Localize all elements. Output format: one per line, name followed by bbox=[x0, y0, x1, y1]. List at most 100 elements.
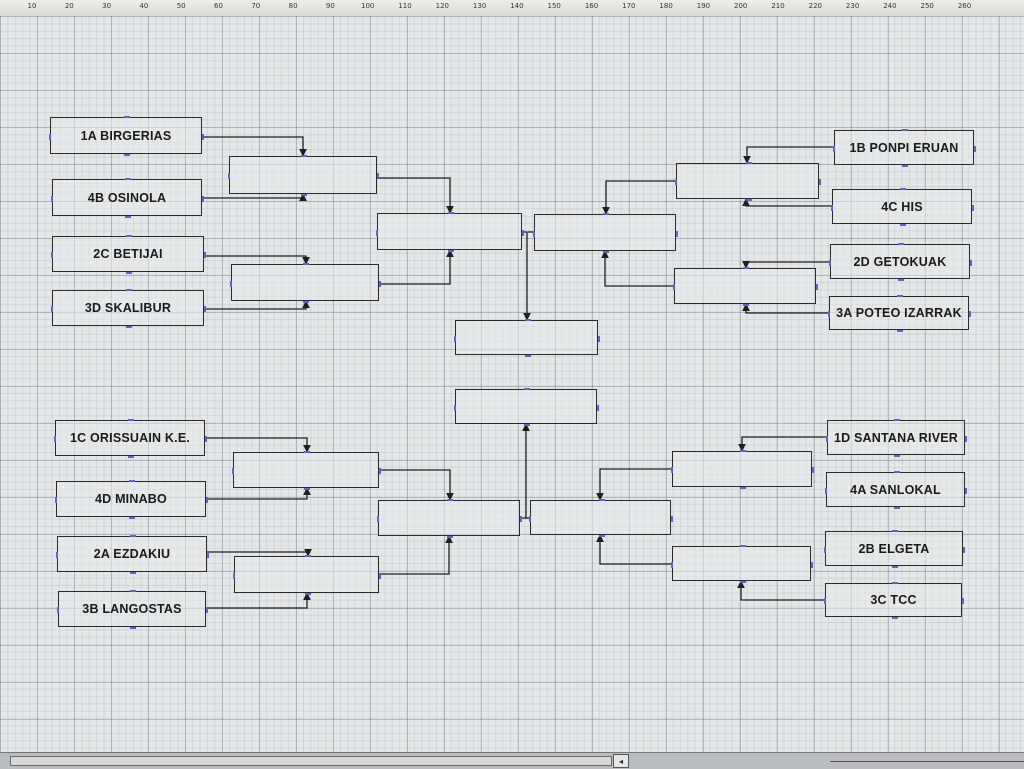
result-box-right-qf1[interactable] bbox=[675, 162, 821, 201]
result-box-left-sf2[interactable] bbox=[377, 499, 522, 538]
connection-handle bbox=[379, 468, 381, 474]
result-box-left-qf2[interactable] bbox=[230, 263, 381, 303]
team-box-3b[interactable]: 3B LANGOSTAS bbox=[57, 590, 208, 629]
connection-handle bbox=[126, 289, 132, 291]
connection-handle bbox=[304, 488, 310, 490]
connection-handle bbox=[529, 515, 531, 522]
result-box-left-qf1[interactable] bbox=[228, 155, 379, 196]
result-box-left-qf3[interactable] bbox=[232, 451, 381, 490]
connection-handle bbox=[524, 319, 531, 321]
team-box-4c[interactable]: 4C HIS bbox=[831, 188, 974, 226]
connection-handle bbox=[972, 204, 974, 211]
team-box-3a[interactable]: 3A POTEO IZARRAK bbox=[828, 295, 971, 332]
connection-handle bbox=[816, 284, 818, 290]
team-box-4b[interactable]: 4B OSINOLA bbox=[51, 178, 204, 218]
connection-handle bbox=[824, 598, 826, 604]
connection-handle bbox=[739, 545, 746, 547]
ruler-label: 70 bbox=[251, 2, 261, 10]
connection-handle bbox=[603, 251, 609, 253]
connection-handle bbox=[745, 162, 752, 164]
team-label: 1D SANTANA RIVER bbox=[833, 430, 959, 445]
connection-handle bbox=[128, 456, 134, 458]
ruler-label: 200 bbox=[734, 2, 748, 10]
team-label: 1C ORISSUAIN K.E. bbox=[69, 431, 191, 445]
team-box-4a[interactable]: 4A SANLOKAL bbox=[825, 471, 967, 509]
ruler-label: 80 bbox=[288, 2, 298, 10]
final-box-top[interactable] bbox=[454, 319, 600, 357]
ruler-label: 170 bbox=[622, 2, 636, 10]
connection-handle bbox=[825, 487, 827, 494]
team-box-4d[interactable]: 4D MINABO bbox=[55, 480, 208, 519]
ruler-label: 40 bbox=[139, 2, 149, 10]
result-box-left-sf1[interactable] bbox=[376, 212, 524, 252]
result-box-right-sf1[interactable] bbox=[533, 213, 678, 253]
team-box-1c[interactable]: 1C ORISSUAIN K.E. bbox=[54, 419, 207, 458]
connection-handle bbox=[51, 195, 53, 202]
connection-handle bbox=[230, 280, 232, 287]
ruler-label: 10 bbox=[27, 2, 37, 10]
connection-handle bbox=[376, 229, 378, 236]
connection-handle bbox=[969, 311, 971, 317]
final-box-bottom[interactable] bbox=[454, 388, 599, 426]
result-box-right-sf2[interactable] bbox=[529, 499, 673, 537]
result-box-left-qf4[interactable] bbox=[233, 555, 381, 595]
connection-handle bbox=[55, 497, 57, 503]
connection-handle bbox=[303, 263, 309, 265]
ruler-label: 240 bbox=[883, 2, 897, 10]
result-box-right-qf4[interactable] bbox=[671, 545, 813, 583]
connection-handle bbox=[812, 467, 814, 473]
connection-handle bbox=[206, 607, 208, 613]
connection-handle bbox=[740, 450, 746, 452]
connection-handle bbox=[51, 306, 53, 312]
team-box-3c[interactable]: 3C TCC bbox=[824, 582, 964, 619]
scrollbar-edge bbox=[830, 761, 1024, 762]
ruler-label: 110 bbox=[398, 2, 412, 10]
connection-handle bbox=[204, 252, 206, 258]
connection-handle bbox=[894, 455, 900, 457]
connection-handle bbox=[228, 173, 230, 179]
horizontal-scrollbar[interactable]: ◂ bbox=[0, 752, 1024, 769]
team-box-3d[interactable]: 3D SKALIBUR bbox=[51, 289, 206, 328]
team-box-2d[interactable]: 2D GETOKUAK bbox=[829, 243, 972, 281]
connection-handle bbox=[130, 572, 136, 574]
team-box-2b[interactable]: 2B ELGETA bbox=[824, 530, 965, 568]
connection-handle bbox=[893, 507, 900, 509]
team-box-2c[interactable]: 2C BETIJAI bbox=[51, 235, 206, 274]
result-box-right-qf3[interactable] bbox=[671, 450, 814, 489]
connection-handle bbox=[379, 280, 381, 287]
connection-handle bbox=[124, 116, 130, 118]
connection-handle bbox=[206, 497, 208, 503]
connection-handle bbox=[126, 326, 132, 328]
ruler-label: 230 bbox=[845, 2, 860, 10]
ruler-label: 60 bbox=[214, 2, 223, 10]
team-box-1d[interactable]: 1D SANTANA RIVER bbox=[826, 419, 967, 457]
ruler-label: 130 bbox=[472, 2, 487, 10]
connection-handle bbox=[51, 252, 53, 258]
scroll-left-arrow-icon[interactable]: ◂ bbox=[613, 754, 629, 768]
team-label: 2B ELGETA bbox=[858, 541, 930, 556]
team-label: 4D MINABO bbox=[95, 492, 167, 506]
connection-handle bbox=[303, 301, 309, 303]
team-box-1a[interactable]: 1A BIRGERIAS bbox=[49, 116, 204, 156]
ruler-label: 120 bbox=[435, 2, 449, 10]
team-box-1b[interactable]: 1B PONPI ERUAN bbox=[833, 129, 976, 167]
connection-handle bbox=[892, 530, 898, 532]
connection-handle bbox=[891, 617, 898, 619]
connection-handle bbox=[902, 165, 908, 167]
connection-handle bbox=[130, 535, 136, 537]
connection-handle bbox=[671, 561, 673, 568]
connection-handle bbox=[204, 306, 206, 312]
team-box-2a[interactable]: 2A EZDAKIU bbox=[56, 535, 209, 574]
connection-handle bbox=[304, 593, 311, 595]
connection-handle bbox=[130, 590, 136, 592]
connection-handle bbox=[57, 607, 59, 613]
connection-handle bbox=[743, 267, 749, 269]
connection-handle bbox=[891, 582, 898, 584]
result-box-right-qf2[interactable] bbox=[673, 267, 818, 306]
connection-handle bbox=[824, 546, 826, 553]
ruler-label: 20 bbox=[64, 2, 74, 10]
scrollbar-track[interactable] bbox=[10, 756, 612, 766]
connection-handle bbox=[447, 499, 453, 501]
connection-handle bbox=[598, 499, 605, 501]
ruler-label: 30 bbox=[102, 2, 112, 10]
